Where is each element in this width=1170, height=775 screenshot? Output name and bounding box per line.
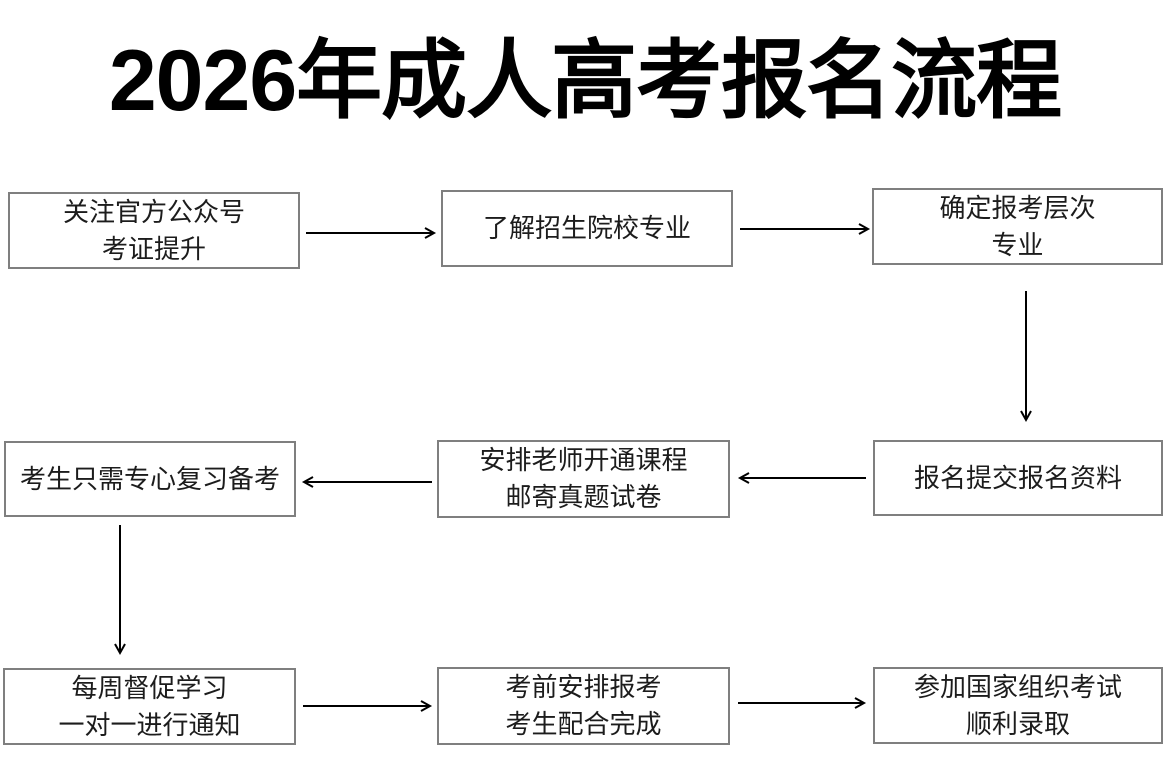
- flow-step-label: 参加国家组织考试: [913, 671, 1122, 702]
- flow-step-label: 考生只需专心复习备考: [19, 463, 280, 494]
- flow-step-label: 邮寄真题试卷: [505, 482, 662, 512]
- flow-step-open-courses-mail-papers: 安排老师开通课程 邮寄真题试卷: [437, 440, 730, 518]
- flow-step-submit-materials: 报名提交报名资料: [873, 440, 1163, 516]
- page-title: 2026年成人高考报名流程: [108, 33, 1062, 129]
- flow-step-label: 关注官方公众号: [62, 196, 245, 227]
- flow-step-label: 专业: [991, 229, 1044, 260]
- flow-step-label: 了解招生院校专业: [482, 213, 691, 243]
- flow-step-follow-official-account: 关注官方公众号 考证提升: [8, 192, 300, 269]
- flow-step-label: 考证提升: [101, 233, 206, 264]
- flow-step-label: 考前安排报考: [505, 672, 662, 702]
- flow-step-label: 报名提交报名资料: [913, 462, 1122, 493]
- flow-step-focus-on-review: 考生只需专心复习备考: [4, 441, 296, 517]
- flow-step-weekly-supervision: 每周督促学习 一对一进行通知: [3, 668, 296, 745]
- flow-step-label: 顺利录取: [965, 708, 1070, 739]
- flow-step-label: 考生配合完成: [505, 709, 662, 739]
- flow-step-label: 确定报考层次: [939, 192, 1096, 223]
- flow-step-learn-schools-majors: 了解招生院校专业: [441, 190, 733, 267]
- flow-step-pre-exam-arrangement: 考前安排报考 考生配合完成: [437, 667, 730, 745]
- flow-step-take-exam-admission: 参加国家组织考试 顺利录取: [873, 667, 1163, 744]
- flow-step-label: 每周督促学习: [71, 672, 228, 703]
- flow-step-label: 一对一进行通知: [58, 709, 241, 740]
- flow-step-label: 安排老师开通课程: [479, 445, 688, 475]
- flow-step-choose-level-major: 确定报考层次 专业: [872, 188, 1163, 265]
